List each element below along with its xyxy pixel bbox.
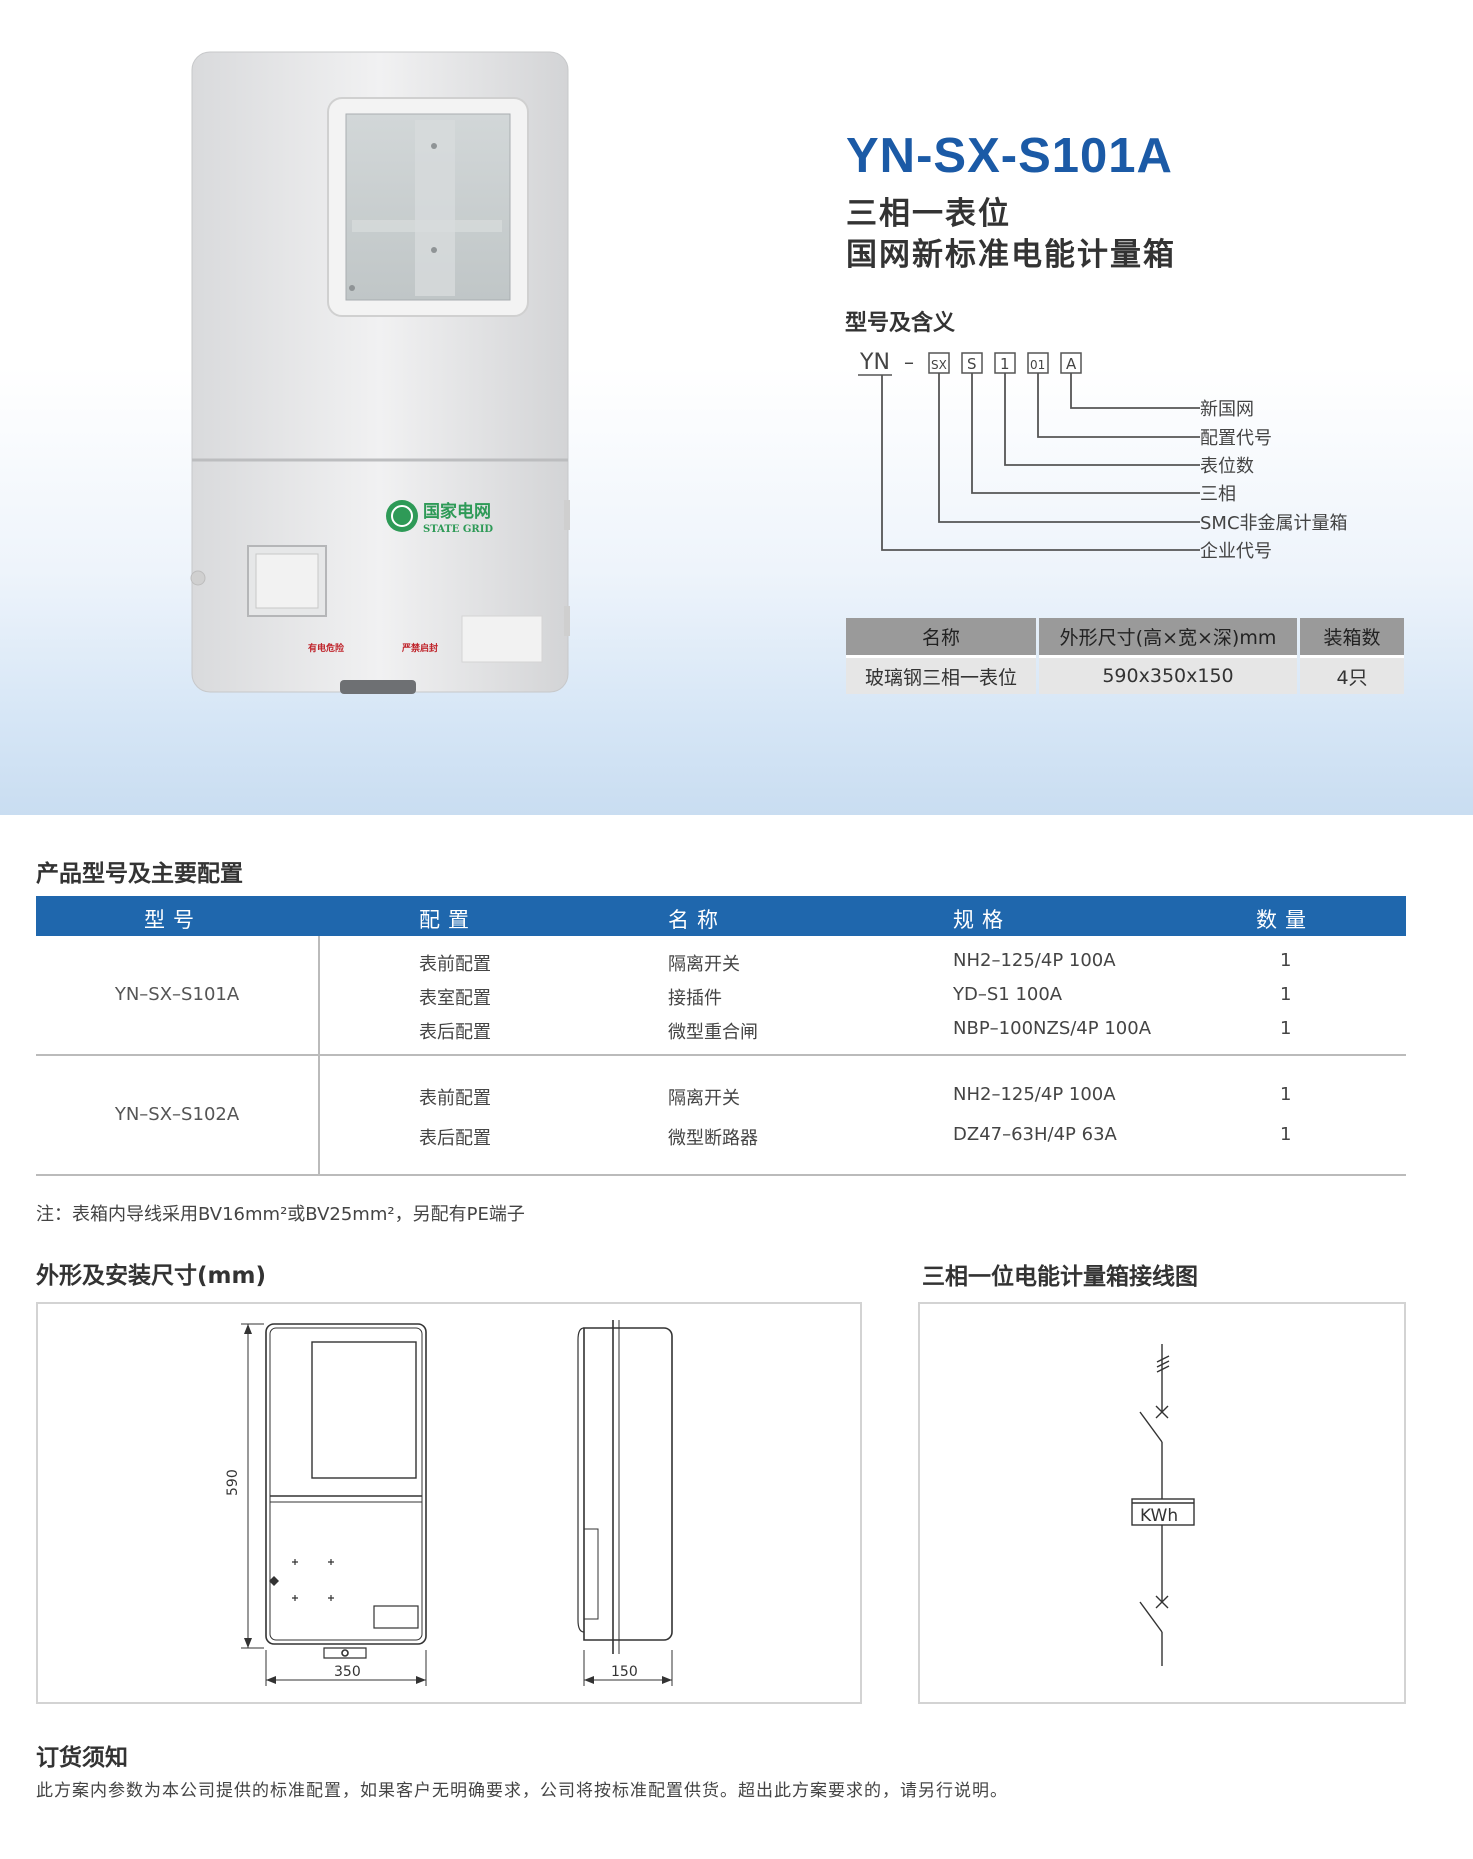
- qty-cell: 1: [1280, 1084, 1292, 1105]
- config-cell: 表前配置: [419, 954, 491, 975]
- spec-cell-name: 玻璃钢三相一表位: [846, 655, 1036, 694]
- hero-banner: 国家电网 STATE GRID 有电危险 严禁启封 YN-SX-S101A 三相…: [0, 0, 1473, 815]
- name-cell: 隔离开关: [668, 954, 740, 975]
- name-cell: 隔离开关: [668, 1088, 740, 1109]
- config-header-qty: 数量: [1256, 908, 1314, 932]
- spec-cell: NBP–100NZS/4P 100A: [953, 1018, 1152, 1039]
- model-code-diagram: YN – SX S 1 01 A: [858, 350, 1348, 562]
- spec-cell: NH2–125/4P 100A: [953, 950, 1116, 971]
- dimension-drawing: 590 350 150: [225, 1320, 673, 1686]
- code-box-sx: SX: [928, 352, 950, 374]
- config-header-model: 型号: [144, 908, 202, 932]
- qty-cell: 1: [1280, 984, 1292, 1005]
- config-cell: 表后配置: [419, 1128, 491, 1149]
- brand-en: STATE GRID: [423, 524, 493, 535]
- code-box-s: S: [961, 352, 983, 374]
- svg-text:01: 01: [1030, 358, 1045, 372]
- wiring-section-title: 三相一位电能计量箱接线图: [922, 1264, 1198, 1290]
- meaning-label-company: 企业代号: [1200, 541, 1272, 562]
- meter-box-photo: 国家电网 STATE GRID 有电危险 严禁启封: [190, 51, 570, 694]
- subtitle-product: 国网新标准电能计量箱: [846, 237, 1176, 273]
- spec-cell: YD–S1 100A: [953, 984, 1063, 1005]
- spec-header-size: 外形尺寸(高×宽×深)mm: [1039, 618, 1297, 655]
- config-header-config: 配置: [419, 908, 477, 932]
- config-model: YN–SX–S102A: [114, 1104, 240, 1125]
- model-meaning-heading: 型号及含义: [845, 311, 956, 336]
- dim-depth-label: 150: [611, 1664, 638, 1680]
- subtitle-positions: 三相一表位: [846, 196, 1011, 232]
- spec-cell-qty: 4只: [1300, 655, 1404, 694]
- meaning-label-new-grid: 新国网: [1200, 399, 1254, 420]
- name-cell: 接插件: [668, 988, 722, 1009]
- qty-cell: 1: [1280, 1124, 1292, 1145]
- config-cell: 表室配置: [419, 988, 491, 1009]
- config-group-s102a: YN–SX–S102A 表前配置 隔离开关 NH2–125/4P 100A 1 …: [36, 1056, 1406, 1176]
- svg-text:A: A: [1066, 355, 1077, 373]
- state-grid-logo-icon: [386, 500, 418, 532]
- dims-section-title: 外形及安装尺寸(mm): [36, 1263, 266, 1289]
- warning-left: 有电危险: [308, 642, 345, 654]
- config-cell: 表前配置: [419, 1088, 491, 1109]
- spec-cell: DZ47–63H/4P 63A: [953, 1124, 1117, 1145]
- dim-width-label: 350: [334, 1664, 361, 1680]
- name-cell: 微型断路器: [668, 1128, 758, 1149]
- config-cell: 表后配置: [419, 1022, 491, 1043]
- spec-header-name: 名称: [846, 618, 1036, 655]
- dimension-drawing-panel: 590 350 150: [36, 1302, 862, 1704]
- svg-text:1: 1: [1000, 355, 1010, 373]
- warning-right: 严禁启封: [401, 642, 438, 654]
- code-box-1: 1: [994, 352, 1016, 374]
- model-title: YN-SX-S101A: [846, 129, 1173, 183]
- config-header-name: 名称: [668, 908, 726, 932]
- config-table-header: 型号 配置 名称 规格 数量: [36, 896, 1406, 936]
- meaning-label-three-phase: 三相: [1200, 484, 1236, 505]
- config-header-spec: 规格: [953, 908, 1011, 932]
- code-prefix: YN: [859, 350, 890, 375]
- spec-cell-size: 590x350x150: [1039, 655, 1297, 694]
- name-cell: 微型重合闸: [668, 1022, 758, 1043]
- svg-text:SX: SX: [931, 358, 947, 372]
- order-notice-text: 此方案内参数为本公司提供的标准配置，如果客户无明确要求，公司将按标准配置供货。超…: [36, 1781, 1008, 1801]
- dim-height-label: 590: [225, 1469, 241, 1496]
- spec-table: 名称 外形尺寸(高×宽×深)mm 装箱数 玻璃钢三相一表位 590x350x15…: [843, 618, 1407, 694]
- kwh-meter-label: KWh: [1140, 1506, 1178, 1526]
- spec-cell: NH2–125/4P 100A: [953, 1084, 1116, 1105]
- meaning-label-config-code: 配置代号: [1200, 428, 1272, 449]
- code-box-a: A: [1060, 352, 1082, 374]
- config-table: 型号 配置 名称 规格 数量 YN–SX–S101A 表前配置 隔离开关 NH2…: [36, 896, 1406, 1176]
- meaning-label-smc: SMC非金属计量箱: [1200, 513, 1348, 534]
- config-model: YN–SX–S101A: [114, 984, 240, 1005]
- qty-cell: 1: [1280, 950, 1292, 971]
- code-box-01: 01: [1027, 352, 1049, 374]
- wiring-diagram-panel: KWh: [918, 1302, 1406, 1704]
- code-dash: –: [904, 350, 914, 374]
- brand-cn: 国家电网: [423, 501, 491, 522]
- meaning-label-positions: 表位数: [1200, 456, 1254, 477]
- wire-note: 注：表箱内导线采用BV16mm²或BV25mm²，另配有PE端子: [36, 1204, 525, 1225]
- spec-header-qty: 装箱数: [1300, 618, 1404, 655]
- config-section-title: 产品型号及主要配置: [36, 861, 243, 887]
- config-group-s101a: YN–SX–S101A 表前配置 隔离开关 NH2–125/4P 100A 1 …: [36, 936, 1406, 1056]
- qty-cell: 1: [1280, 1018, 1292, 1039]
- wiring-diagram: KWh: [1131, 1344, 1195, 1666]
- order-notice-title: 订货须知: [36, 1745, 128, 1771]
- svg-text:S: S: [967, 355, 977, 373]
